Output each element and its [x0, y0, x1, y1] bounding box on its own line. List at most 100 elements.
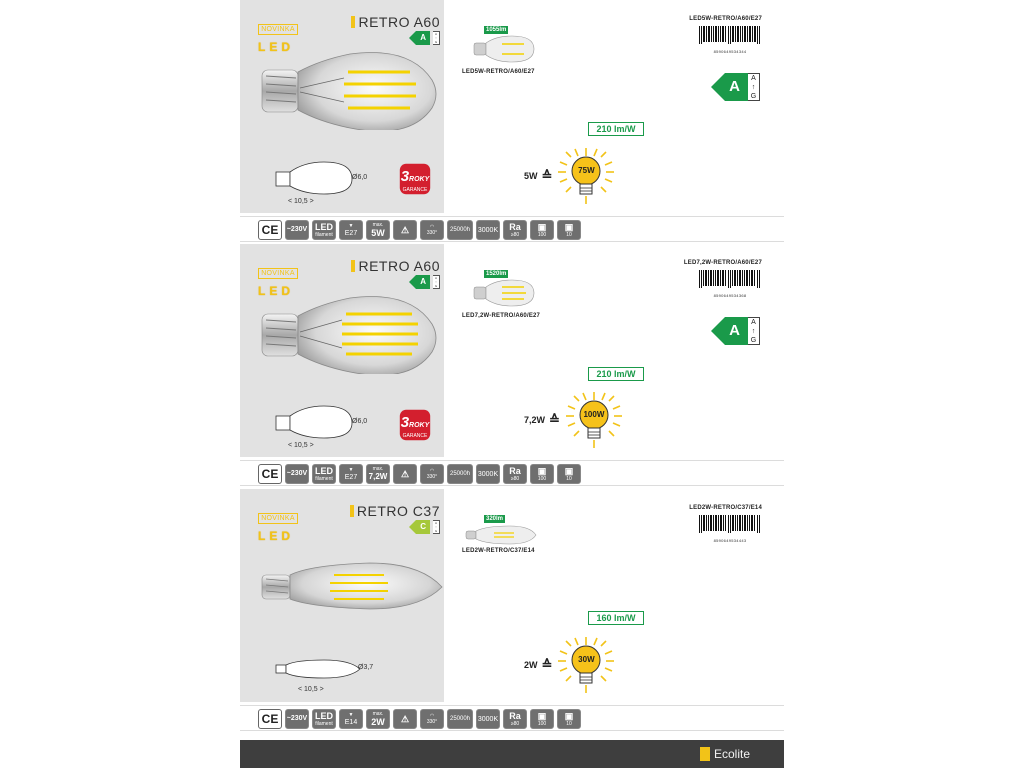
energy-class-small: A A↑G: [409, 31, 440, 45]
equivalent-bulb-icon: 30W: [556, 635, 616, 695]
equivalent-bulb-icon: 75W: [556, 146, 616, 206]
color-temperature-icon: 3000K: [476, 220, 500, 240]
product-photo-panel: NOVINKA LED RETRO A60 A A↑G: [240, 244, 444, 457]
equals-symbol: ≙: [541, 657, 553, 672]
barcode-bars: [699, 26, 760, 44]
energy-class-label: A A↑G: [711, 73, 760, 101]
socket-icon: ▼E27: [339, 464, 363, 484]
energy-class-small-scale: A↑G: [433, 275, 440, 289]
energy-class-small: C A↑G: [409, 520, 440, 534]
model-accent-bar: [351, 16, 356, 28]
ce-mark-icon: CE: [258, 709, 282, 729]
model-name: RETRO A60: [358, 258, 440, 274]
a60-bulb-photo: [261, 296, 437, 374]
energy-class-small-arrow: A: [409, 275, 433, 289]
length-label: < 10,5 >: [298, 686, 324, 693]
color-temperature-icon: 3000K: [476, 709, 500, 729]
product-code: LED7,2W-RETRO/A60/E27: [683, 260, 762, 266]
no-dimming-icon: ⚠: [393, 709, 417, 729]
product-photo-panel: NOVINKA LED RETRO C37 C A↑G: [240, 489, 444, 702]
catalog-page: NOVINKA LED RETRO A60 A A↑G: [240, 0, 784, 768]
color-temperature-icon: 3000K: [476, 464, 500, 484]
energy-class-small-arrow: C: [409, 520, 433, 534]
ce-mark-icon: CE: [258, 220, 282, 240]
mini-bulb-caption: LED5W-RETRO/A60/E27: [462, 69, 535, 75]
package-box-icon: ▣100: [530, 220, 554, 240]
beam-angle-icon: ◠330°: [420, 709, 444, 729]
led-logo: LED: [258, 284, 294, 298]
model-title: RETRO A60: [351, 14, 440, 30]
product-section-a60-72w: NOVINKA LED RETRO A60 A A↑G: [240, 244, 784, 488]
lifetime-icon: 25000h: [447, 220, 473, 240]
ce-mark-icon: CE: [258, 464, 282, 484]
no-dimming-icon: ⚠: [393, 220, 417, 240]
barcode-number: 8590649534344: [713, 49, 747, 54]
barcode: 8590649534443: [698, 515, 762, 543]
novinka-badge: NOVINKA: [258, 513, 298, 524]
lifetime-icon: 25000h: [447, 709, 473, 729]
cri-icon: Ra≥80: [503, 709, 527, 729]
barcode-bars: [699, 515, 760, 533]
c37-candle-bulb-photo: [261, 562, 443, 610]
inner-box-icon: ▣10: [557, 220, 581, 240]
mini-bulb-caption: LED7,2W-RETRO/A60/E27: [462, 313, 541, 319]
equivalent-bulb-icon: 100W: [564, 390, 624, 450]
barcode: 8590649534368: [698, 270, 762, 298]
product-spec-panel: 1520lm LED7,2W-RETRO/A60/E27 LED7,2W-RET…: [444, 244, 784, 457]
wattage: 7,2W: [524, 415, 546, 425]
equals-symbol: ≙: [549, 412, 560, 427]
energy-class-scale: A↑G: [748, 73, 760, 101]
page-footer: Ecolite: [240, 740, 784, 768]
energy-class-small-arrow: A: [409, 31, 433, 45]
brand-name: Ecolite: [713, 747, 750, 761]
product-section-a60-5w: NOVINKA LED RETRO A60 A A↑G: [240, 0, 784, 244]
equals-symbol: ≙: [541, 168, 553, 183]
model-title: RETRO C37: [349, 503, 440, 519]
equivalent-wattage: 30W: [578, 655, 595, 664]
wattage-equivalence: 7,2W ≙: [524, 390, 624, 450]
novinka-badge: NOVINKA: [258, 268, 298, 279]
novinka-badge: NOVINKA: [258, 24, 298, 35]
length-label: < 10,5 >: [288, 442, 314, 449]
voltage-icon: ~230V: [285, 220, 309, 240]
beam-angle-icon: ◠330°: [420, 464, 444, 484]
model-name: RETRO A60: [358, 14, 440, 30]
package-box-icon: ▣100: [530, 464, 554, 484]
mini-bulb-thumbnail: [473, 35, 535, 63]
model-title: RETRO A60: [351, 258, 440, 274]
a60-bulb-photo: [261, 52, 437, 130]
no-dimming-icon: ⚠: [393, 464, 417, 484]
wattage-equivalence: 5W ≙: [524, 146, 616, 206]
energy-class-label: A A↑G: [711, 317, 760, 345]
diameter-label: Ø6,0: [352, 418, 368, 425]
model-name: RETRO C37: [356, 503, 440, 519]
socket-icon: ▼E14: [339, 709, 363, 729]
cri-icon: Ra≥80: [503, 220, 527, 240]
equivalent-wattage: 75W: [578, 166, 595, 175]
diameter-label: Ø3,7: [358, 664, 374, 671]
efficacy-badge: 210 lm/W: [588, 122, 644, 136]
barcode: 8590649534344: [698, 26, 762, 54]
led-logo: LED: [258, 529, 294, 543]
model-accent-bar: [349, 505, 354, 517]
efficacy-badge: 210 lm/W: [588, 367, 644, 381]
product-photo-panel: NOVINKA LED RETRO A60 A A↑G: [240, 0, 444, 213]
lifetime-icon: 25000h: [447, 464, 473, 484]
mini-bulb-thumbnail: [465, 525, 537, 545]
model-accent-bar: [351, 260, 356, 272]
package-box-icon: ▣100: [530, 709, 554, 729]
energy-class-small-scale: A↑G: [433, 520, 440, 534]
beam-angle-icon: ◠330°: [420, 220, 444, 240]
a60-dimension-drawing: [275, 161, 353, 195]
voltage-icon: ~230V: [285, 709, 309, 729]
mini-bulb-caption: LED2W-RETRO/C37/E14: [462, 548, 535, 554]
product-spec-panel: 1055lm LED5W-RETRO/A60/E27 LED5W-RETRO/A…: [444, 0, 784, 213]
max-power-icon: max.5W: [366, 220, 390, 240]
lumen-badge: 320lm: [484, 515, 506, 523]
equivalent-wattage: 100W: [583, 410, 605, 419]
